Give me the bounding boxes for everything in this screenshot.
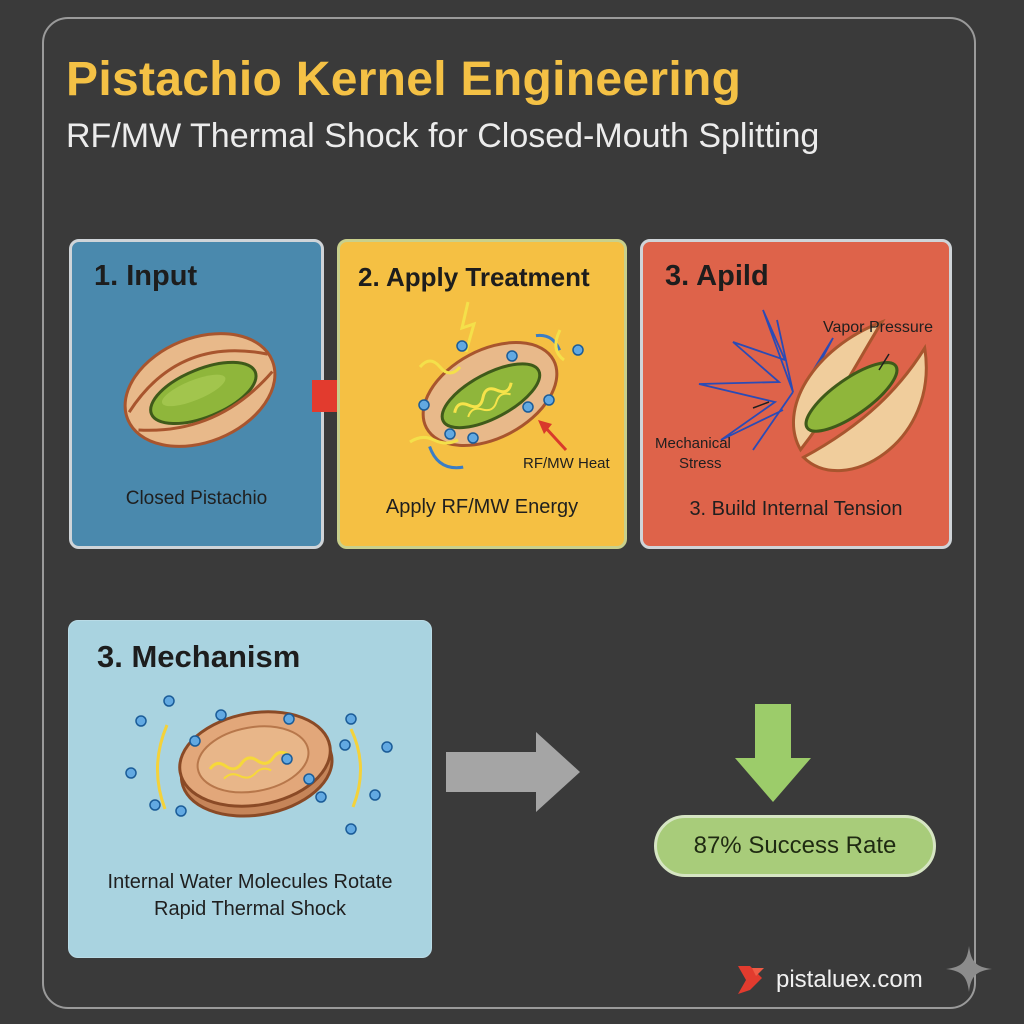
mechanical-stress-label-line2: Stress: [679, 455, 722, 472]
treatment-card-caption: Apply RF/MW Energy: [385, 496, 579, 518]
mechanism-caption-line1: Internal Water Molecules Rotate: [107, 871, 393, 893]
treatment-card: 2. Apply Treatment RF/MW Heat Apply RF/M…: [337, 239, 627, 549]
closed-pistachio-icon: [123, 332, 277, 448]
apild-card-caption: 3. Build Internal Tension: [689, 498, 903, 520]
gray-arrow-icon: [446, 732, 580, 812]
treatment-card-title: 2. Apply Treatment: [358, 262, 590, 292]
split-pistachio-icon: Vapor Pressure Mechanical Stress: [655, 309, 933, 473]
input-card-title: 1. Input: [94, 260, 198, 292]
success-rate-badge: 87% Success Rate: [654, 815, 936, 877]
mechanism-card-title: 3. Mechanism: [97, 639, 301, 674]
brand: pistaluex.com: [734, 962, 923, 998]
down-arrow-icon: [735, 704, 811, 802]
brand-logo-icon: [738, 966, 764, 994]
outer-frame: [42, 17, 976, 1009]
apild-card: 3. Apild Vapor Pressure Mechanical Stres…: [640, 239, 952, 549]
mechanical-stress-label-line1: Mechanical: [655, 435, 731, 452]
mechanism-card: 3. Mechanism Internal Water Molecules Ro…: [68, 620, 432, 958]
heated-pistachio-icon: RF/MW Heat: [409, 301, 611, 472]
input-card-caption: Closed Pistachio: [125, 488, 268, 509]
vapor-pressure-label: Vapor Pressure: [823, 319, 933, 336]
mechanism-caption-line2: Rapid Thermal Shock: [154, 898, 346, 920]
heat-label: RF/MW Heat: [523, 455, 611, 472]
apild-card-title: 3. Apild: [665, 260, 769, 292]
page-subtitle: RF/MW Thermal Shock for Closed-Mouth Spl…: [66, 117, 820, 155]
water-molecule-icon: [125, 695, 393, 835]
brand-name[interactable]: pistaluex.com: [776, 966, 923, 993]
sparkle-icon: [946, 946, 992, 992]
page-title: Pistachio Kernel Engineering: [66, 53, 742, 106]
input-card: 1. Input Closed Pistachio: [69, 239, 324, 549]
